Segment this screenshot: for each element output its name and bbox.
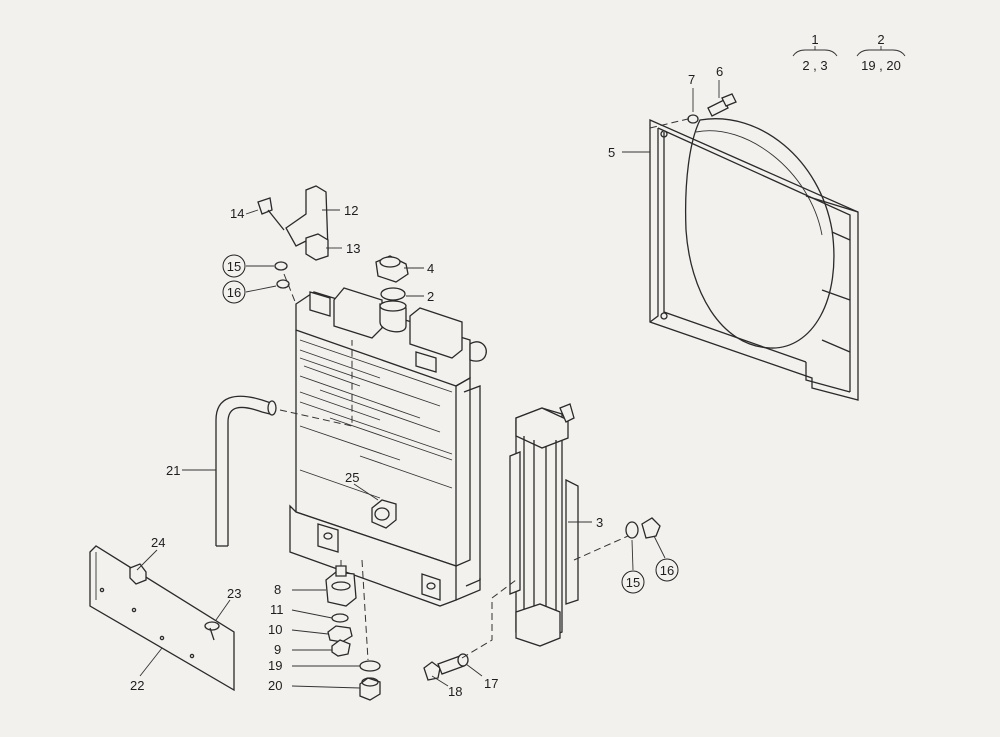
legend-group-2-number: 2 (877, 32, 884, 47)
fan-shroud (649, 118, 859, 401)
oil-cooler-3 (509, 403, 579, 647)
callout-21: 21 (166, 463, 180, 478)
callout-20: 20 (268, 678, 282, 693)
callout-7: 7 (688, 72, 695, 87)
callout-15-left: 15 (227, 259, 241, 274)
radiator-cap-4 (375, 255, 409, 283)
hose-21 (215, 395, 277, 547)
nut-16-right (641, 517, 661, 539)
plug-20 (359, 677, 381, 701)
screw-14 (257, 197, 285, 231)
rivet-23 (204, 621, 220, 641)
callout-24: 24 (151, 535, 165, 550)
callout-3: 3 (596, 515, 603, 530)
legend-brace-2 (856, 46, 906, 57)
legend-brace-1 (792, 46, 838, 57)
callout-19: 19 (268, 658, 282, 673)
callout-5: 5 (608, 145, 615, 160)
callout-18: 18 (448, 684, 462, 699)
callout-14: 14 (230, 206, 244, 221)
washer-19 (359, 660, 381, 672)
neck-gasket-2 (380, 287, 406, 301)
callout-13: 13 (346, 241, 360, 256)
callout-labels: 6 7 5 12 13 14 4 2 3 21 25 24 23 22 8 11… (130, 64, 723, 699)
legend: 1 2 , 3 2 19 , 20 (792, 32, 906, 73)
legend-group-2-members: 19 , 20 (861, 58, 901, 73)
callout-16-right: 16 (660, 563, 674, 578)
callout-12: 12 (344, 203, 358, 218)
callout-23: 23 (227, 586, 241, 601)
washer-15-left (274, 261, 288, 271)
callout-16-left: 16 (227, 285, 241, 300)
callout-2: 2 (427, 289, 434, 304)
callout-15-right: 15 (626, 575, 640, 590)
washer-15-right (625, 521, 639, 539)
legend-group-1-members: 2 , 3 (802, 58, 827, 73)
washer-7 (687, 114, 699, 124)
clip-24 (129, 563, 147, 585)
callout-10: 10 (268, 622, 282, 637)
legend-group-1-number: 1 (811, 32, 818, 47)
callout-6: 6 (716, 64, 723, 79)
lock-washer-10 (327, 625, 353, 643)
leader-lines (136, 80, 720, 689)
washer-17 (457, 653, 469, 667)
callout-11: 11 (270, 602, 284, 617)
callout-17: 17 (484, 676, 498, 691)
guard-plate-22 (89, 545, 235, 692)
nut-16-left (276, 279, 290, 289)
callout-22: 22 (130, 678, 144, 693)
callout-4: 4 (427, 261, 434, 276)
assembly-lines (279, 117, 693, 661)
drain-plug-25 (371, 499, 397, 529)
washer-11 (331, 613, 349, 623)
bolt-6 (707, 93, 737, 117)
callout-8: 8 (274, 582, 281, 597)
rubber-pad-13 (305, 233, 329, 261)
radiator-core (289, 287, 487, 607)
nut-9 (331, 639, 351, 657)
callout-9: 9 (274, 642, 281, 657)
callout-25: 25 (345, 470, 359, 485)
rubber-mount-8 (325, 565, 357, 607)
